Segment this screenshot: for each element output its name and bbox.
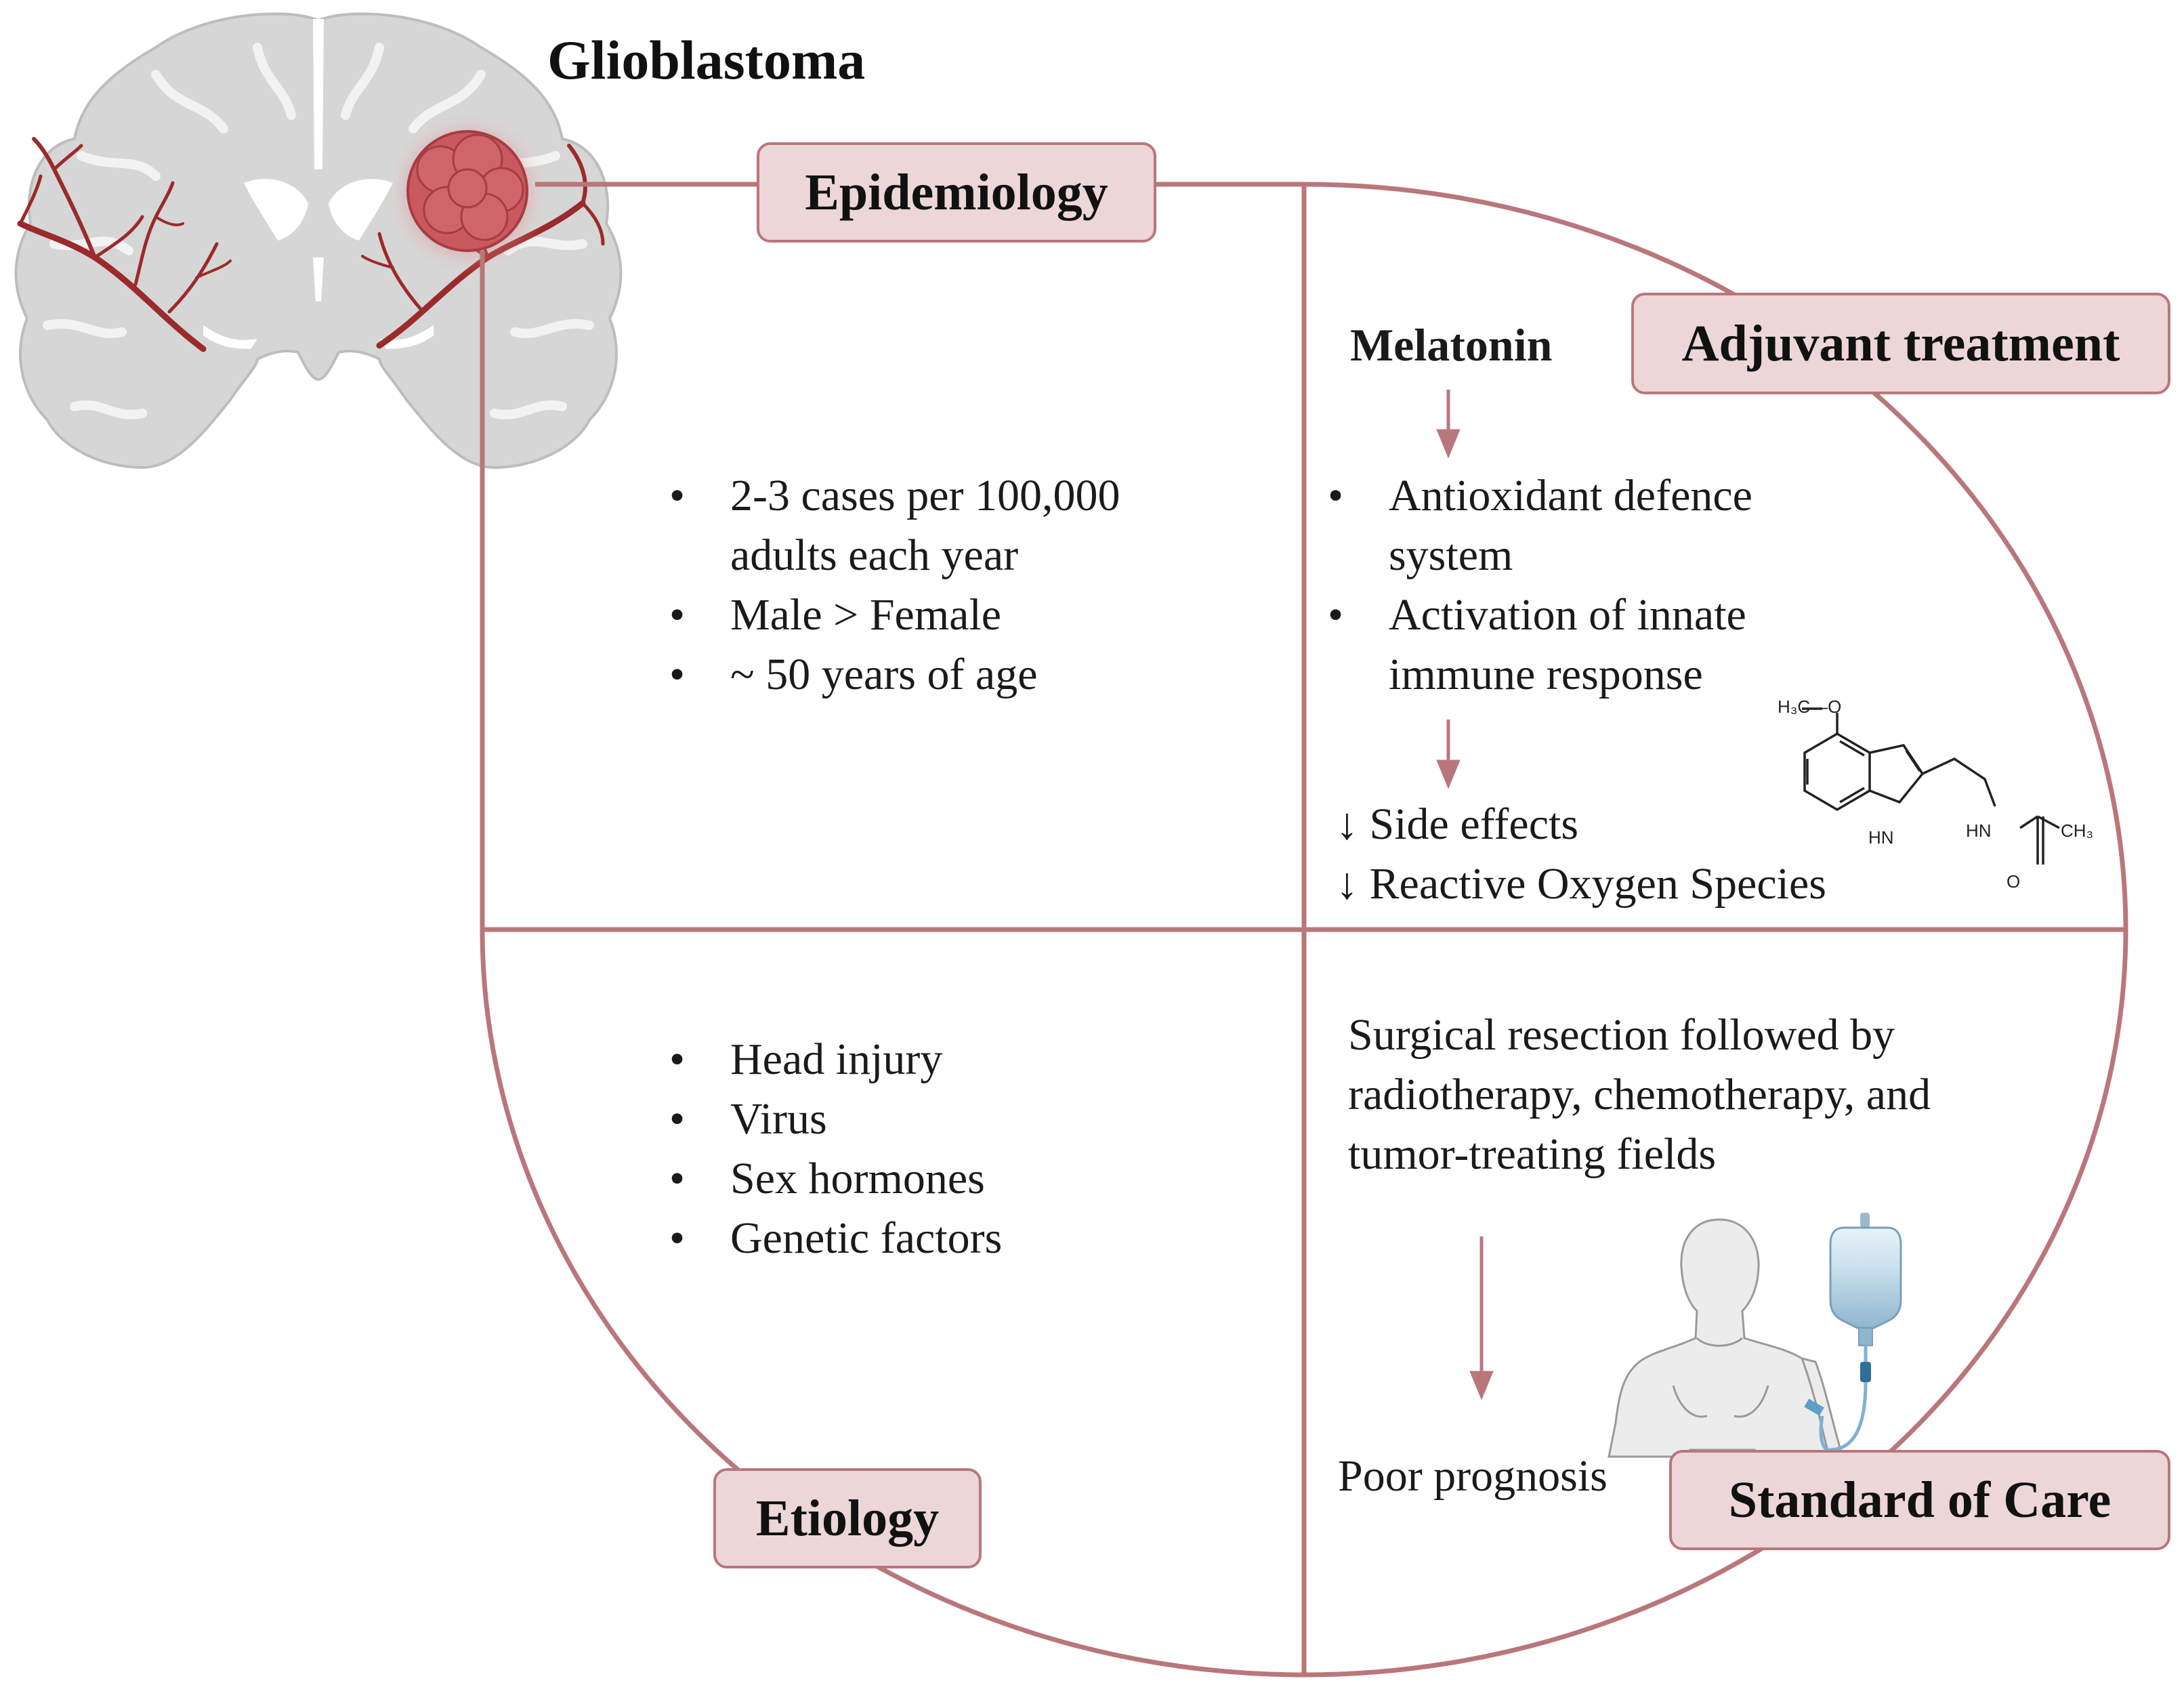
list-item-continuation-text: immune response: [1389, 650, 1703, 699]
methoxy-label: H₃C—O: [1778, 696, 1841, 717]
standard-of-care-label-text: Standard of Care: [1728, 1471, 2112, 1528]
tumor-icon: [386, 112, 549, 274]
care-description-line: tumor-treating fields: [1348, 1129, 1717, 1179]
melatonin-structure-icon: [1802, 707, 2060, 865]
iv-bag-icon: [1819, 1213, 1902, 1452]
etiology-list: Head injury Virus Sex hormones Genetic f…: [664, 1030, 1002, 1268]
list-item: ~ 50 years of age: [664, 645, 1120, 705]
epidemiology-label: Epidemiology: [757, 142, 1156, 243]
list-item: 2-3 cases per 100,000: [664, 466, 1120, 526]
chain-nh-label: HN: [1966, 820, 1992, 841]
list-item: Male > Female: [664, 585, 1120, 645]
list-item: Activation of innate: [1322, 585, 1752, 645]
care-description-line: radiotherapy, chemotherapy, and: [1348, 1070, 1931, 1119]
list-item: Virus: [664, 1089, 1002, 1149]
flow-arrows: [1436, 390, 1494, 1400]
list-item: Head injury: [664, 1030, 1002, 1089]
melatonin-label: Melatonin: [1350, 319, 1553, 371]
adjuvant-treatment-label-text: Adjuvant treatment: [1681, 314, 2120, 372]
list-item: Sex hormones: [664, 1149, 1002, 1209]
care-description-line: Surgical resection followed by: [1348, 1010, 1895, 1060]
etiology-label: Etiology: [713, 1468, 982, 1568]
methyl-label: CH₃: [2061, 820, 2093, 841]
effect-reactive-oxygen-species: ↓ Reactive Oxygen Species: [1336, 859, 1826, 909]
epidemiology-list: 2-3 cases per 100,000 adults each year M…: [664, 466, 1120, 705]
standard-of-care-label: Standard of Care: [1669, 1450, 2170, 1550]
epidemiology-label-text: Epidemiology: [805, 163, 1108, 221]
oxygen-label: O: [2007, 871, 2020, 892]
list-item-continuation: system: [1322, 526, 1752, 585]
list-item: Genetic factors: [664, 1209, 1002, 1268]
list-item-continuation: immune response: [1322, 645, 1752, 705]
list-item-continuation-text: system: [1389, 531, 1513, 580]
ring-nh-label: HN: [1868, 827, 1894, 848]
list-item-continuation: adults each year: [664, 526, 1120, 585]
quadrant-frame: [480, 182, 2128, 1678]
adjuvant-mechanism-list: Antioxidant defence system Activation of…: [1322, 466, 1752, 705]
list-item-continuation-text: adults each year: [730, 531, 1019, 580]
page-title: Glioblastoma: [547, 29, 866, 91]
list-item: Antioxidant defence: [1322, 466, 1752, 526]
melatonin-atom-labels: H₃C—O HN HN CH₃ O: [1778, 696, 2093, 892]
effect-side-effects: ↓ Side effects: [1336, 799, 1579, 849]
poor-prognosis-text: Poor prognosis: [1338, 1451, 1608, 1501]
patient-figure-icon: [1608, 1218, 1845, 1458]
etiology-label-text: Etiology: [755, 1489, 940, 1547]
adjuvant-treatment-label: Adjuvant treatment: [1631, 293, 2170, 394]
